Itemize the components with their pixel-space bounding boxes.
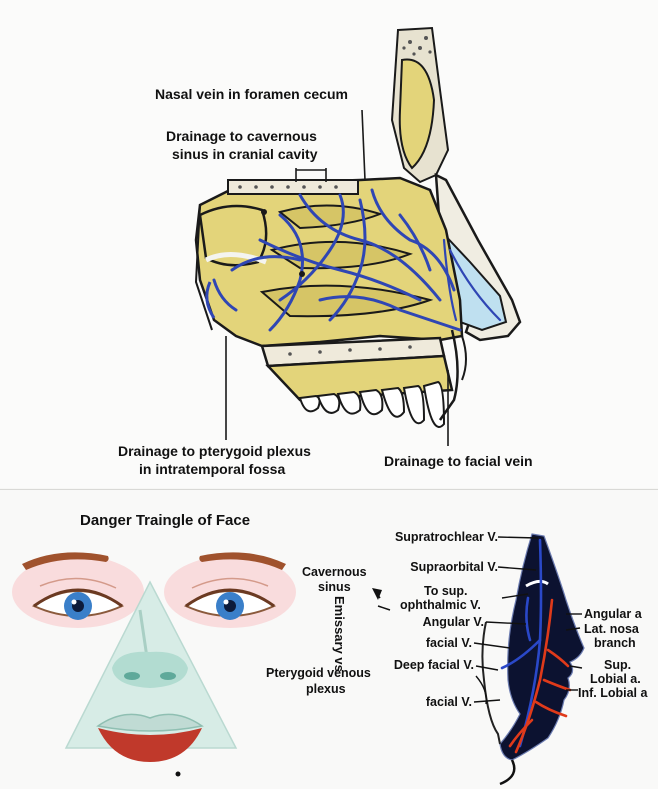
label-angular-v: Angular V. (380, 615, 484, 629)
label-emissary-vs: Emissary vs (332, 596, 347, 672)
label-facial-v-lower: facial V. (400, 695, 472, 709)
label-supratrochlear: Supratrochlear V. (362, 530, 498, 544)
label-cavernous-line1: Drainage to cavernous (166, 128, 317, 145)
cribriform-plate (228, 180, 358, 194)
label-nasal-vein: Nasal vein in foramen cecum (155, 86, 348, 103)
label-facial-vein: Drainage to facial vein (384, 453, 533, 470)
nasal-venous-drainage-panel: Nasal vein in foramen cecum Drainage to … (0, 0, 658, 488)
label-pterygoid-line1: Pterygoid venous (266, 666, 371, 680)
label-cavernous-sinus-line1: Cavernous (302, 565, 367, 579)
label-supraorbital: Supraorbital V. (372, 560, 498, 574)
label-sup-labial-line1: Sup. (604, 658, 631, 672)
label-to-sup-line2: ophthalmic V. (400, 598, 481, 612)
label-inf-labial: Inf. Lobial a (578, 686, 647, 700)
nasal-cavity-illustration (0, 0, 658, 488)
label-pterygoid-line2: plexus (306, 682, 346, 696)
label-lat-nasal-line1: Lat. nosa (584, 622, 639, 636)
label-cavernous-line2: sinus in cranial cavity (172, 146, 318, 163)
danger-triangle-title: Danger Traingle of Face (80, 512, 250, 529)
label-deep-facial-v: Deep facial V. (364, 658, 474, 672)
label-pterygoid-line2: in intratemporal fossa (139, 461, 285, 478)
danger-triangle-panel: Danger Traingle of Face Cavernous sinus … (0, 489, 658, 789)
label-cavernous-sinus-line2: sinus (318, 580, 351, 594)
label-to-sup-line1: To sup. (424, 584, 468, 598)
danger-triangle-illustration (0, 490, 658, 789)
label-angular-a: Angular a (584, 607, 642, 621)
label-lat-nasal-line2: branch (594, 636, 636, 650)
label-sup-labial-line2: Lobial a. (590, 672, 641, 686)
label-facial-v-upper: facial V. (390, 636, 472, 650)
label-pterygoid-line1: Drainage to pterygoid plexus (118, 443, 311, 460)
